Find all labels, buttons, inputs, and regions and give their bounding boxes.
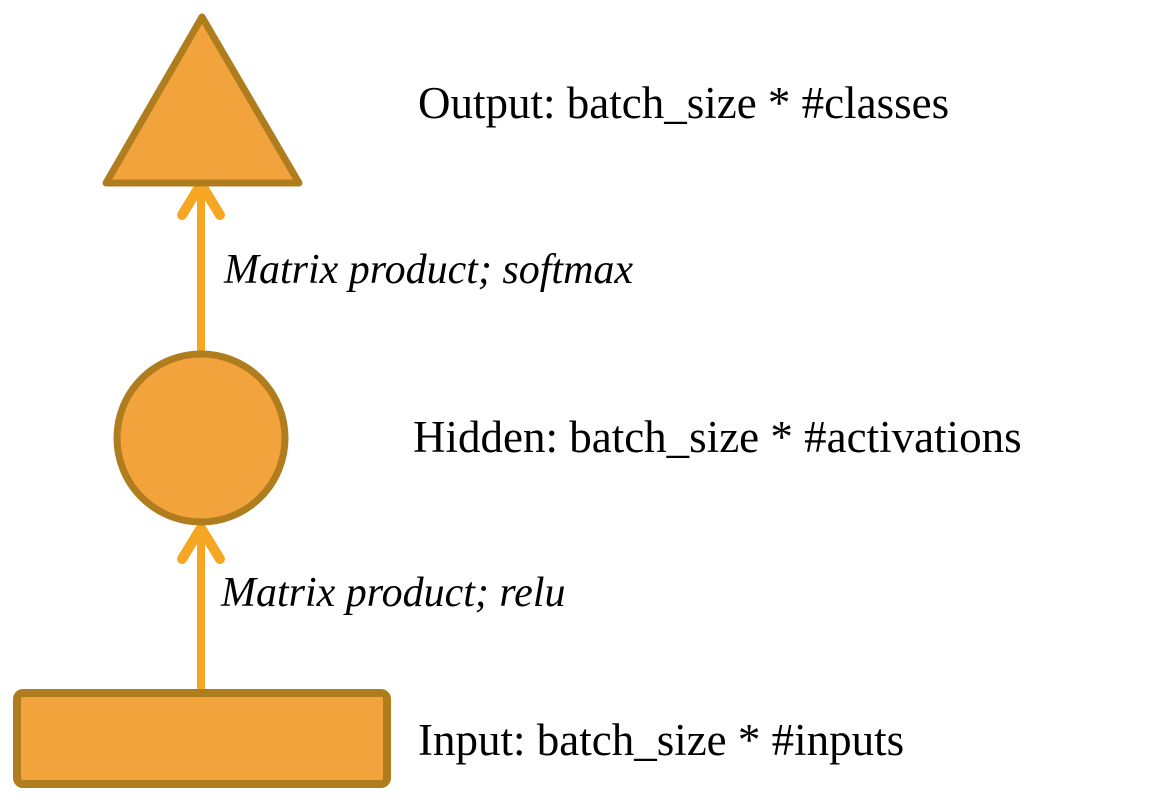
edge-label-relu: Matrix product; relu — [221, 570, 566, 616]
input-node-rectangle — [13, 689, 391, 788]
hidden-node-label: Hidden: batch_size * #activations — [413, 412, 1022, 462]
hidden-node-circle — [113, 350, 289, 526]
input-node-label: Input: batch_size * #inputs — [418, 715, 905, 765]
arrow-head-icon — [177, 518, 225, 564]
output-node-triangle — [102, 13, 303, 187]
arrow-input-to-hidden — [177, 518, 225, 689]
arrow-hidden-to-output — [177, 174, 225, 351]
output-node-label: Output: batch_size * #classes — [418, 78, 950, 128]
edge-label-softmax: Matrix product; softmax — [224, 247, 634, 293]
